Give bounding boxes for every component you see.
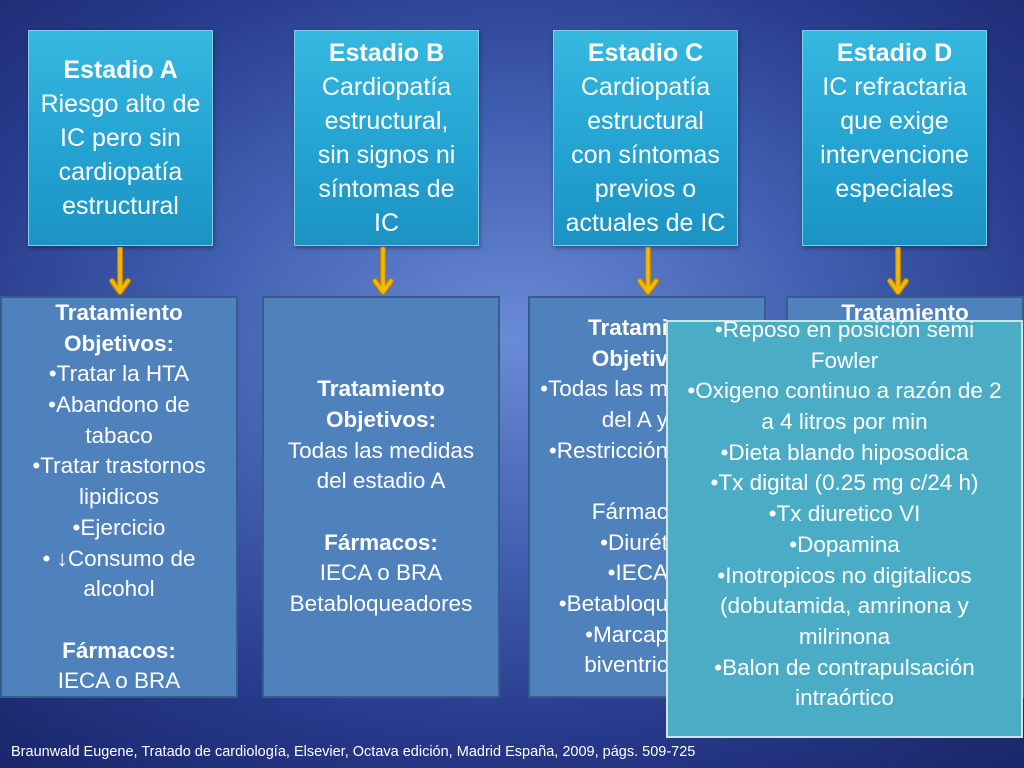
- blank-line: [264, 497, 498, 528]
- treatment-line: tabaco: [85, 422, 153, 448]
- treatment-line: •Ejercicio: [72, 514, 166, 540]
- treatment-line: alcohol: [83, 576, 155, 602]
- treatment-line: Todas las medidas: [287, 437, 475, 463]
- treatment-line: •Todas las m: [540, 376, 668, 402]
- overlay-line: milrinona: [798, 623, 891, 649]
- treatment-line: Fármac: [591, 499, 668, 524]
- treatment-line: lipidicos: [78, 484, 160, 510]
- treatment-heading: Objetivos:: [325, 406, 437, 432]
- down-arrow-icon: [637, 247, 659, 295]
- treatment-heading: Tratamiento: [55, 300, 183, 325]
- treatment-line: •Marcap: [585, 621, 668, 647]
- overlay-line: •Balon de contrapulsación: [714, 654, 975, 680]
- stage-description-line: IC pero sin: [60, 124, 181, 152]
- blank-line: [2, 605, 236, 636]
- treatment-heading: Fármacos:: [324, 529, 438, 555]
- down-arrow-icon: [109, 247, 131, 295]
- stage-description-line: Riesgo alto de: [40, 90, 201, 118]
- stage-description-line: con síntomas: [571, 141, 720, 169]
- treatment-line: •Tratar la HTA: [48, 361, 190, 387]
- stage-d-treatment-callout: •Reposo en posición semi Fowler •Oxigeno…: [666, 317, 1023, 738]
- overlay-line: •Oxigeno continuo a razón de 2: [687, 378, 1002, 404]
- stage-description-line: previos o: [594, 175, 697, 203]
- stage-title: Estadio C: [587, 39, 704, 67]
- treatment-text: Tratamiento Objetivos: •Tratar la HTA •A…: [2, 298, 236, 696]
- treatment-line: •Betabloqu: [558, 591, 668, 617]
- overlay-line: •Dieta blando hiposodica: [720, 439, 969, 465]
- treatment-line: •Abandono de: [48, 392, 190, 418]
- treatment-line: •Diurét: [600, 529, 668, 555]
- treatment-line: biventric: [584, 652, 668, 678]
- down-arrow-icon: [887, 247, 909, 295]
- overlay-line: •Tx diuretico VI: [768, 501, 921, 527]
- overlay-line: a 4 litros por min: [761, 409, 928, 435]
- treatment-heading: Objetiv: [591, 345, 668, 371]
- stage-description-line: sin signos ni: [317, 141, 456, 169]
- stage-description-line: actuales de IC: [565, 209, 726, 237]
- overlay-line: intraórtico: [795, 685, 894, 711]
- treatment-line: •Tratar trastornos: [32, 453, 206, 479]
- stage-description-line: estructural: [62, 192, 179, 220]
- stage-description-line: IC refractaria: [822, 73, 967, 101]
- treatment-line: IECA o BRA: [57, 668, 181, 694]
- treatment-box-2: Tratamiento Objetivos: Todas las medidas…: [262, 296, 500, 698]
- stage-description-line: síntomas de: [318, 175, 455, 203]
- stage-title: Estadio D: [836, 39, 953, 67]
- treatment-line: IECA o BRA: [319, 560, 443, 586]
- stage-description-line: Cardiopatía: [321, 73, 452, 101]
- stage-box-d: Estadio D IC refractaria que exige inter…: [802, 30, 987, 246]
- stage-description-line: que exige: [840, 107, 949, 135]
- callout-text: •Reposo en posición semi Fowler •Oxigeno…: [668, 315, 1021, 714]
- overlay-line: •Inotropicos no digitalicos: [717, 562, 972, 588]
- treatment-heading: Fármacos:: [62, 637, 176, 663]
- treatment-heading: Tratamiento: [317, 376, 445, 402]
- stage-description-line: estructural,: [324, 107, 449, 135]
- citation: Braunwald Eugene, Tratado de cardiología…: [11, 744, 696, 760]
- treatment-line: •Restricción: [548, 437, 668, 463]
- stage-box-a: Estadio A Riesgo alto de IC pero sin car…: [28, 30, 213, 246]
- treatment-box-1: Tratamiento Objetivos: •Tratar la HTA •A…: [0, 296, 238, 698]
- treatment-text: Tratamiento Objetivos: Todas las medidas…: [264, 374, 498, 620]
- stage-box-c: Estadio C Cardiopatía estructural con sí…: [553, 30, 738, 246]
- stage-description-line: intervencione: [820, 141, 969, 169]
- treatment-heading: Tratami: [587, 314, 668, 340]
- treatment-line: Betabloqueadores: [289, 591, 473, 617]
- stage-description-line: estructural: [587, 107, 704, 135]
- overlay-line: Fowler: [810, 347, 879, 373]
- overlay-line: •Reposo en posición semi: [714, 317, 975, 342]
- overlay-line: •Tx digital (0.25 mg c/24 h): [710, 470, 979, 496]
- overlay-line: •Dopamina: [789, 531, 900, 557]
- treatment-line: del estadio A: [316, 468, 446, 494]
- overlay-line: (dobutamida, amrinona y: [720, 593, 969, 619]
- treatment-line: del A y: [601, 406, 668, 432]
- stage-description-line: Cardiopatía: [580, 73, 711, 101]
- stage-description-line: cardiopatía: [58, 158, 183, 186]
- stage-box-b: Estadio B Cardiopatía estructural, sin s…: [294, 30, 479, 246]
- treatment-line: •IECA: [607, 560, 668, 586]
- down-arrow-icon: [372, 247, 394, 295]
- treatment-line: • ↓Consumo de: [42, 545, 196, 571]
- stage-description-line: IC: [374, 209, 399, 237]
- stage-title: Estadio A: [63, 56, 178, 84]
- treatment-heading: Objetivos:: [63, 330, 175, 356]
- stage-description-line: especiales: [835, 175, 954, 203]
- treatment-text: Tratami Objetiv •Todas las m del A y •Re…: [530, 313, 764, 681]
- stage-title: Estadio B: [328, 39, 445, 67]
